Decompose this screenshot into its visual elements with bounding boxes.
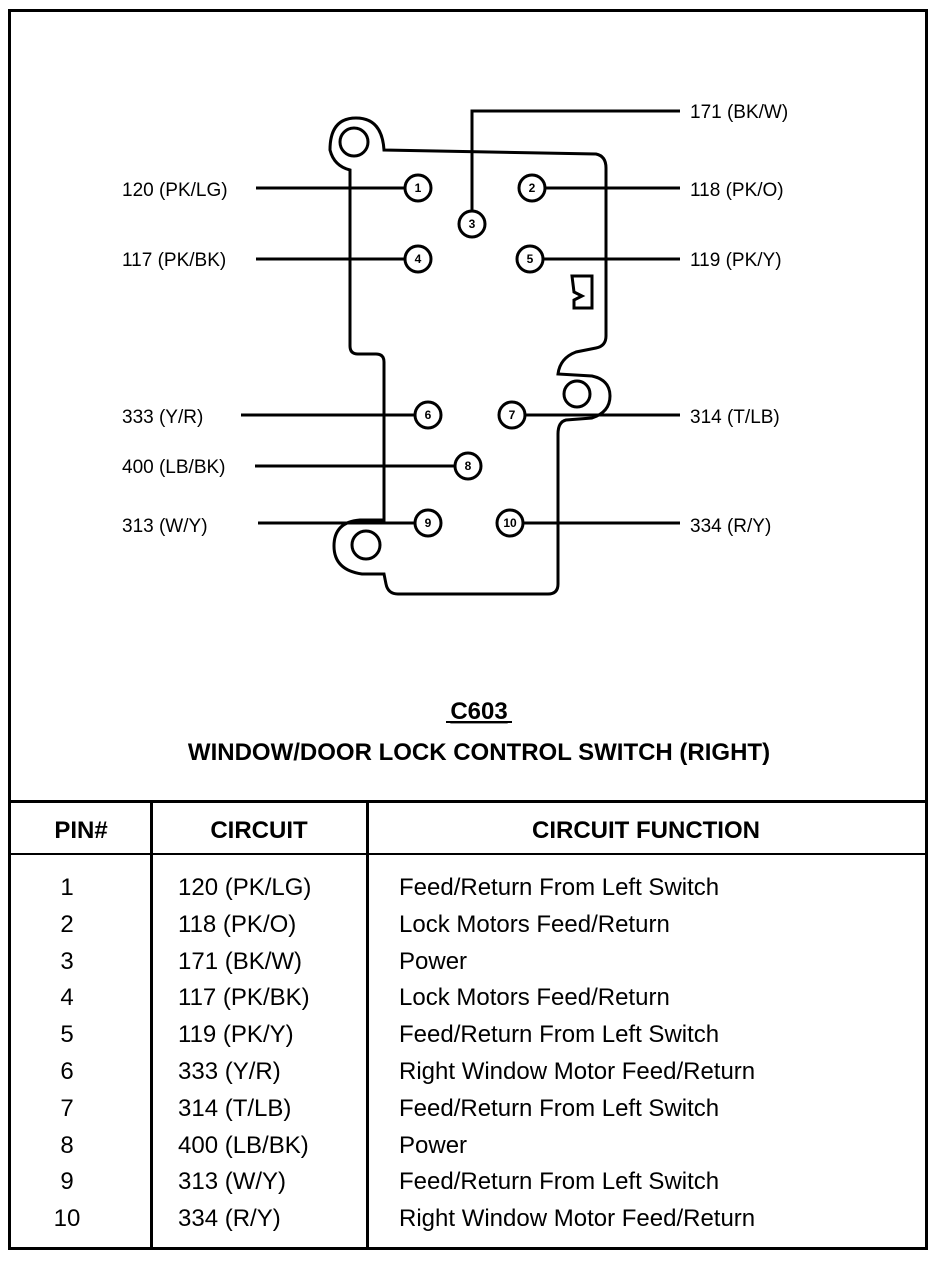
table-cell-circuit: 171 (BK/W) — [178, 947, 303, 975]
table-col-divider-1 — [150, 800, 153, 1250]
table-cell-function: Lock Motors Feed/Return — [399, 984, 670, 1012]
connector-id: C603 — [450, 698, 507, 725]
table-cell-pin: 1 — [60, 874, 74, 901]
table-top-rule — [11, 800, 925, 803]
table-cell-pin: 10 — [53, 1205, 81, 1233]
header-pin: PIN# — [54, 817, 108, 844]
pin-7-number: 7 — [509, 408, 516, 422]
pin-1-socket — [403, 173, 433, 203]
pin-3-socket — [457, 209, 487, 239]
table-cell-circuit: 314 (T/LB) — [178, 1094, 292, 1122]
table-cell-pin: 6 — [60, 1057, 74, 1085]
table-cell-function: Feed/Return From Left Switch — [399, 1021, 720, 1049]
table-cell-circuit: 120 (PK/LG) — [178, 874, 312, 901]
pin-9-circuit-label: 313 (W/Y) — [122, 516, 208, 537]
pin-3-number: 3 — [469, 217, 476, 231]
pin-9-number: 9 — [425, 516, 432, 530]
pin-column: 1 2 3 4 5 6 7 8 9 10 — [11, 870, 123, 1238]
table-cell-function: Right Window Motor Feed/Return — [399, 1205, 756, 1233]
table-col-divider-2 — [366, 800, 369, 1250]
table-cell-function: Power — [399, 1131, 468, 1159]
header-circuit: CIRCUIT — [210, 817, 308, 844]
table-cell-pin: 4 — [60, 984, 74, 1012]
pin-10-socket — [495, 508, 525, 538]
pin-5-socket — [515, 244, 545, 274]
pin-6-number: 6 — [425, 408, 432, 422]
header-circuit-function: CIRCUIT FUNCTION — [532, 817, 760, 844]
table-cell-circuit: 117 (PK/BK) — [178, 984, 310, 1012]
table-cell-function: Feed/Return From Left Switch — [399, 874, 720, 901]
pin-10-number: 10 — [503, 516, 517, 530]
table-cell-function: Lock Motors Feed/Return — [399, 910, 670, 938]
diagram-frame — [8, 9, 928, 1250]
pin-10-circuit-label: 334 (R/Y) — [690, 516, 771, 537]
connector-name: WINDOW/DOOR LOCK CONTROL SWITCH (RIGHT) — [188, 739, 770, 766]
pin-1-circuit-label: 120 (PK/LG) — [122, 180, 228, 201]
pin-3-circuit-label: 171 (BK/W) — [690, 102, 788, 123]
table-cell-function: Feed/Return From Left Switch — [399, 1168, 720, 1196]
pin-2-circuit-label: 118 (PK/O) — [690, 180, 784, 201]
table-cell-circuit: 334 (R/Y) — [178, 1205, 281, 1233]
connector-outline — [328, 116, 612, 596]
table-cell-pin: 7 — [60, 1094, 74, 1122]
pin-6-socket — [413, 400, 443, 430]
table-cell-circuit: 333 (Y/R) — [178, 1057, 281, 1085]
pin-7-socket — [497, 400, 527, 430]
table-header: PIN# CIRCUIT CIRCUIT FUNCTION — [11, 803, 925, 854]
pin-1-number: 1 — [415, 181, 422, 195]
pin-7-circuit-label: 314 (T/LB) — [690, 407, 780, 428]
pin-6-circuit-label: 333 (Y/R) — [122, 407, 203, 428]
pin-2-number: 2 — [529, 181, 536, 195]
table-cell-function: Right Window Motor Feed/Return — [399, 1057, 756, 1085]
table-header-rule — [11, 853, 925, 855]
pin-9-socket — [413, 508, 443, 538]
connector-diagram: 1 120 (PK/LG) 2 118 (PK/O) 3 171 (BK/W) 4 117 (… — [122, 102, 788, 766]
pin-4-socket — [403, 244, 433, 274]
table-cell-pin: 9 — [60, 1168, 74, 1196]
table-cell-circuit: 119 (PK/Y) — [178, 1021, 294, 1049]
pin-8-socket — [453, 451, 483, 481]
pin-4-number: 4 — [415, 252, 422, 266]
pin-2-socket — [517, 173, 547, 203]
pin-3-wire — [470, 109, 680, 211]
table-cell-function: Feed/Return From Left Switch — [399, 1094, 720, 1122]
table-cell-pin: 2 — [60, 910, 74, 938]
table-cell-circuit: 400 (LB/BK) — [178, 1131, 309, 1159]
pin-8-circuit-label: 400 (LB/BK) — [122, 457, 226, 478]
table-cell-pin: 8 — [60, 1131, 74, 1159]
table-cell-circuit: 313 (W/Y) — [178, 1168, 287, 1196]
table-cell-pin: 5 — [60, 1021, 74, 1049]
pin-5-circuit-label: 119 (PK/Y) — [690, 250, 782, 271]
table-cell-circuit: 118 (PK/O) — [178, 910, 297, 938]
pin-8-number: 8 — [465, 459, 472, 473]
table-cell-pin: 3 — [60, 947, 74, 975]
table-cell-function: Power — [399, 947, 468, 975]
circuit-column: 120 (PK/LG) 118 (PK/O) 171 (BK/W) 117 (PK/B… — [178, 870, 363, 1238]
pin-4-circuit-label: 117 (PK/BK) — [122, 250, 226, 271]
pin-5-number: 5 — [527, 252, 534, 266]
